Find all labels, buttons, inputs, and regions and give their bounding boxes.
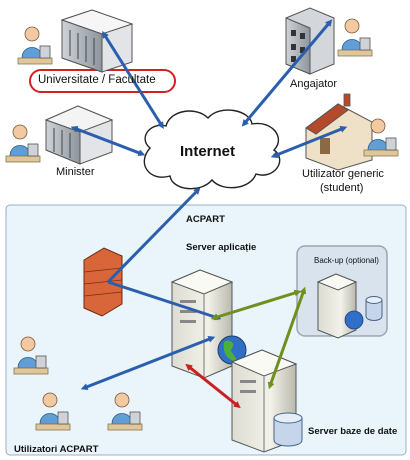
internet-label: Internet	[180, 143, 236, 160]
link-university-internet	[102, 31, 164, 129]
application-server-icon	[170, 269, 234, 379]
link-employer-internet	[241, 19, 333, 127]
database-cylinder-icon	[273, 412, 303, 447]
link-student-internet	[270, 126, 348, 158]
database-server-label: Server baze de date	[308, 426, 398, 437]
application-server-label: Server aplicație	[186, 242, 257, 253]
person-icon-university	[17, 26, 53, 65]
home-icon	[305, 93, 373, 171]
person-icon-acpart-user-1	[13, 336, 49, 375]
person-icon-acpart-user-2	[35, 392, 71, 431]
firewall-icon	[83, 247, 123, 317]
person-icon-acpart-user-3	[107, 392, 143, 431]
link-firewall-appserver	[107, 280, 222, 321]
globe-icon	[217, 335, 247, 365]
backup-label: Back-up (optional)	[314, 256, 379, 265]
acpart-users-label: Utilizatori ACPART	[14, 444, 99, 455]
backup-server-icon	[316, 273, 383, 339]
person-icon-ministry	[5, 124, 41, 163]
student-label: (student)	[320, 182, 364, 194]
university-label: Universitate / Facultate	[38, 74, 156, 86]
acpart-label: ACPART	[186, 214, 225, 225]
link-internet-firewall	[106, 187, 201, 284]
person-icon-employer	[337, 18, 373, 57]
link-users-appserver	[80, 336, 216, 390]
link-appserver-dbserver	[185, 363, 241, 409]
generic-user-label: Utilizator generic	[302, 168, 384, 180]
employer-label: Angajator	[290, 78, 338, 90]
link-dbserver-backup	[267, 286, 307, 390]
ministry-label: Minister	[56, 166, 95, 178]
person-icon-student	[363, 118, 399, 157]
ministry-building-icon	[44, 105, 114, 165]
link-ministry-internet	[70, 125, 146, 157]
